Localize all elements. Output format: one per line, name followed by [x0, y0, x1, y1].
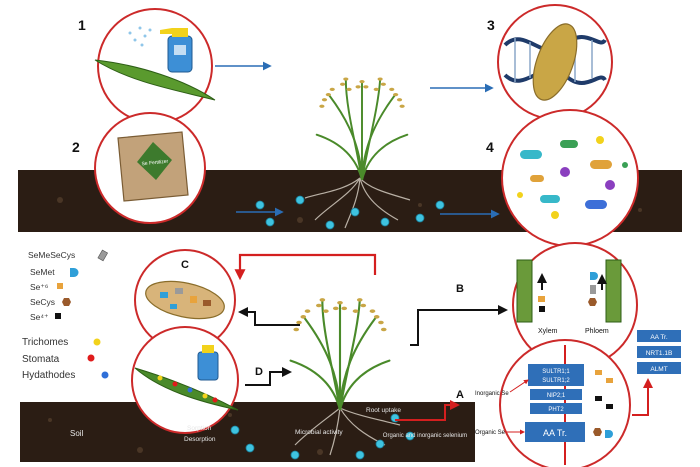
fertilizer-bag-label: Se Fertilizer [141, 159, 168, 168]
panel-number-4: 4 [486, 139, 494, 155]
section-letter-a: A [456, 389, 464, 401]
transporter-pht: PHT2 [530, 403, 582, 414]
circle-a-root-transport: SULTR1;1 SULTR1;2 NIP2;1 PHT2 AA Tr. Ino… [456, 339, 631, 467]
legend-item-semesecys: SeMeSeCys [28, 249, 109, 262]
legend-item-semet: SeMet [30, 267, 79, 277]
bottom-panel: SeMeSeCys SeMet Se⁺⁶ SeCys Se⁴⁺ Tricho [20, 242, 681, 467]
grain-se-species [160, 288, 211, 309]
inorganic-se-label: Inorganic Se [475, 391, 509, 397]
sultr1-label: SULTR1;1 [542, 369, 570, 375]
semesecys-rod-icon [97, 249, 109, 262]
circle-b-vascular: Xylem Phloem B [456, 242, 638, 368]
spray-bottle-icon-d [197, 345, 219, 381]
panel-number-1: 1 [78, 17, 86, 33]
side-almt-label: ALMT [650, 366, 667, 373]
soil-band-bottom [20, 402, 475, 462]
semet-d-icon [70, 268, 79, 277]
circle-microbial-biofortification [501, 109, 639, 247]
hydathodes-dot-icon [101, 371, 109, 379]
spray-bottle-icon [160, 28, 193, 73]
xylem-label: Xylem [538, 328, 558, 335]
legend-label-semesecys: SeMeSeCys [28, 250, 75, 260]
leaf-uptake-sites [157, 375, 218, 403]
stomata-dot-icon [87, 354, 95, 362]
top-panel: Se Fertilizer [18, 4, 682, 247]
sorption-label: Sorption [187, 425, 212, 432]
arrow-red-root-to-a [395, 400, 460, 421]
side-transporter-stack: AA Tr. NRT1.1B ALMT [637, 330, 681, 374]
side-nrt-box [637, 346, 681, 358]
arrow-black-plant-to-c [238, 307, 300, 326]
side-aa-tr-label: AA Tr. [650, 334, 668, 341]
legend-label-semet: SeMet [30, 267, 55, 277]
side-aa-tr-box [637, 330, 681, 342]
side-nrt-label: NRT1.1B [646, 350, 673, 357]
aa-tr-label: AA Tr. [543, 428, 567, 438]
transporter-sultr: SULTR1;1 SULTR1;2 [528, 364, 584, 386]
sultr2-label: SULTR1;2 [542, 378, 570, 384]
phloem-se-species [588, 272, 607, 306]
legend-label-se-4plus: Se⁴⁺ [30, 312, 49, 322]
rice-plant-top [315, 75, 409, 180]
legend-label-stomata: Stomata [22, 354, 60, 365]
arrow-inorganic-in [509, 379, 529, 393]
arrow-red-a-to-side [632, 378, 653, 416]
circle-genetic-biofortification [497, 4, 613, 120]
arrow-black-plant-to-b [410, 305, 508, 346]
spray-mist-icon [128, 26, 152, 47]
arrow-plant-to-grain [234, 253, 377, 281]
legend-label-trichomes: Trichomes [22, 337, 68, 348]
legend-label-hydathodes: Hydathodes [22, 370, 75, 381]
circle-foliar-spray [94, 8, 216, 124]
section-letter-d: D [255, 366, 263, 378]
microbial-activity-label: Microbial activity [295, 429, 343, 436]
transporter-nip: NIP2;1 [530, 389, 582, 400]
xylem-se-species [537, 273, 547, 312]
nip-label: NIP2;1 [547, 393, 566, 399]
se-4plus-square-icon [55, 313, 61, 319]
phloem-tissue [605, 259, 622, 323]
legend-label-se-plus6: Se⁺⁶ [30, 282, 48, 292]
pht2-label: PHT2 [548, 407, 564, 413]
se-ions-bottom [230, 413, 415, 460]
circle-d-foliar: D [131, 326, 263, 434]
organic-se-label: Organic Se [475, 430, 506, 436]
legend-label-secys: SeCys [30, 297, 55, 307]
legend-se-species: SeMeSeCys SeMet Se⁺⁶ SeCys Se⁴⁺ [28, 249, 109, 322]
panel-number-3: 3 [487, 17, 495, 33]
root-uptake-label: Root uptake [366, 407, 401, 414]
xylem-tissue [516, 259, 533, 323]
transported-se-species [593, 370, 613, 438]
arrow-black-d-to-plant [245, 367, 292, 386]
phloem-label: Phloem [585, 328, 609, 335]
leaf-illustration [94, 59, 216, 101]
legend-item-se-4plus: Se⁴⁺ [30, 312, 61, 322]
section-letter-b: B [456, 283, 464, 295]
soil-particles-bottom [48, 413, 323, 455]
legend-item-secys: SeCys [30, 297, 71, 307]
circle-soil-fertilizer: Se Fertilizer [94, 112, 206, 224]
panel-number-2: 2 [72, 139, 80, 155]
section-letter-c: C [181, 259, 189, 271]
microbes-icon [517, 136, 628, 219]
legend-item-se-plus6: Se⁺⁶ [30, 282, 63, 292]
rice-roots-top [304, 177, 411, 229]
desorption-label: Desorption [184, 436, 216, 443]
transporter-aa: AA Tr. [525, 422, 585, 442]
secys-hexagon-icon [62, 298, 71, 306]
rice-plant-bottom [289, 296, 391, 410]
rice-grain-icon [532, 23, 578, 101]
soil-label: Soil [70, 429, 84, 438]
circle-c-grain: C [134, 249, 236, 351]
se-plus6-square-icon [57, 283, 63, 289]
trichomes-dot-icon [93, 338, 101, 346]
se-ions-top [255, 195, 445, 230]
side-almt-box [637, 362, 681, 374]
organic-inorganic-label: Organic and inorganic selenium [383, 433, 467, 439]
legend-uptake-sites: Trichomes Stomata Hydathodes [22, 337, 109, 381]
grain-section-icon [145, 280, 225, 320]
